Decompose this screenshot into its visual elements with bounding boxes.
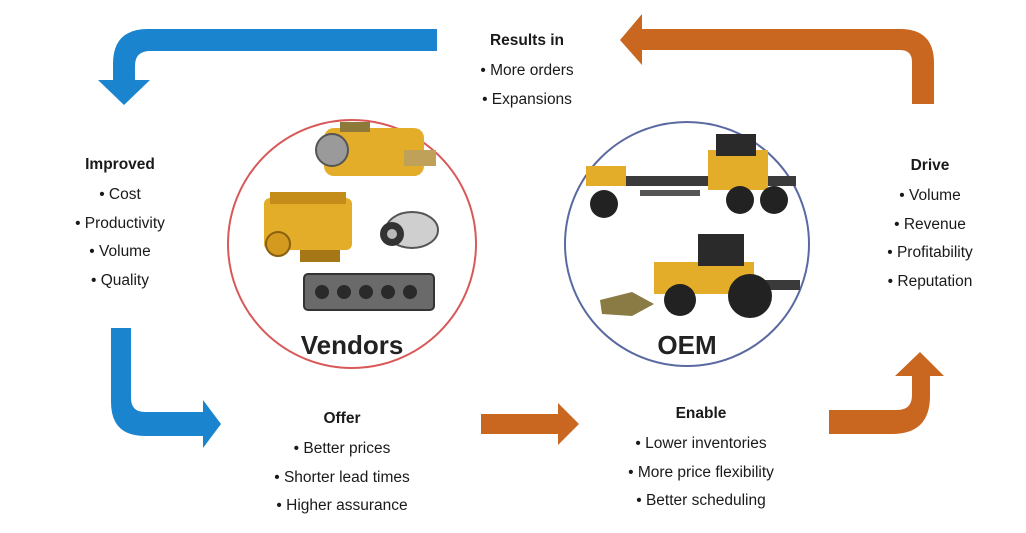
drive-block: Drive Volume Revenue Profitability Reput… — [862, 157, 998, 296]
offer-list: Better prices Shorter lead times Higher … — [258, 435, 426, 521]
oem-label: OEM — [657, 330, 717, 360]
list-item: Better scheduling — [606, 487, 796, 516]
orange-arrow-bottom-right — [829, 352, 944, 434]
list-item: More orders — [452, 57, 602, 86]
list-item: Better prices — [258, 435, 426, 464]
list-item: Lower inventories — [606, 430, 796, 459]
improved-block: Improved Cost Productivity Volume Qualit… — [50, 156, 190, 295]
list-item: Revenue — [862, 211, 998, 240]
drive-title: Drive — [910, 157, 950, 174]
backhoe-loader-image — [600, 234, 800, 318]
improved-title: Improved — [85, 156, 155, 173]
list-item: Reputation — [862, 268, 998, 297]
vendors-label: Vendors — [300, 330, 404, 360]
list-item: Volume — [862, 182, 998, 211]
list-item: Quality — [50, 267, 190, 296]
enable-title: Enable — [675, 405, 727, 422]
orange-arrow-middle — [481, 403, 579, 445]
enable-block: Enable Lower inventories More price flex… — [606, 405, 796, 516]
offer-title: Offer — [323, 410, 361, 427]
transmission-image — [315, 122, 436, 176]
orange-arrow-top-right — [620, 14, 934, 104]
results-in-block: Results in More orders Expansions — [452, 32, 602, 114]
engine-block-image — [264, 192, 352, 262]
list-item: Profitability — [862, 239, 998, 268]
blue-arrow-bottom-left — [111, 328, 221, 448]
blue-arrow-top-left — [98, 29, 437, 105]
results-in-list: More orders Expansions — [452, 57, 602, 114]
list-item: Expansions — [452, 86, 602, 115]
improved-list: Cost Productivity Volume Quality — [50, 181, 190, 295]
drive-list: Volume Revenue Profitability Reputation — [862, 182, 998, 296]
list-item: Higher assurance — [258, 492, 426, 521]
list-item: Shorter lead times — [258, 464, 426, 493]
list-item: Volume — [50, 238, 190, 267]
list-item: Cost — [50, 181, 190, 210]
cylinder-head-image — [303, 273, 435, 311]
list-item: Productivity — [50, 210, 190, 239]
list-item: More price flexibility — [606, 459, 796, 488]
motor-grader-image — [586, 134, 796, 218]
ac-compressor-image — [380, 211, 439, 249]
results-in-title: Results in — [489, 32, 565, 49]
offer-block: Offer Better prices Shorter lead times H… — [258, 410, 426, 521]
enable-list: Lower inventories More price flexibility… — [606, 430, 796, 516]
